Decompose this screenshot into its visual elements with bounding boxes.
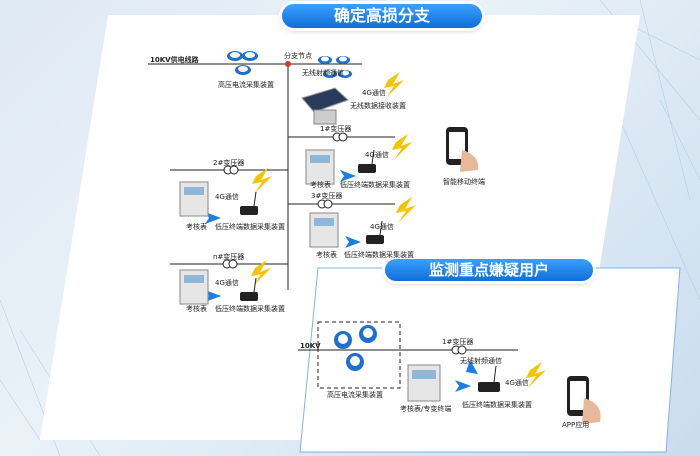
lightning-icons [251,72,546,388]
top-section-title: 确定高损分支 [282,4,482,28]
branch-node-label: 分支节点 [284,52,312,60]
branch-node-dot [285,61,291,67]
comm-4g-label-2: 4G通信 [215,193,239,201]
bottom-transformer-label: 1#变压器 [442,338,474,346]
lv-collector-label-2: 低压终端数据采集装置 [215,223,285,231]
transformer-n-label: n#变压器 [213,253,245,261]
comm-4g-label-1: 4G通信 [365,151,389,159]
meter-label-1: 考核表 [310,181,331,189]
transformer-3-label: 3#变压器 [311,192,343,200]
app-label: APP应用 [562,421,590,429]
comm-4g-label-3: 4G通信 [370,223,394,231]
meter-label-2: 考核表 [186,223,207,231]
bottom-comm-4g-label: 4G通信 [505,379,529,387]
hv-sensor-icons [227,51,352,78]
hv-collector-box [317,321,401,389]
comm-4g-label: 4G通信 [362,89,386,97]
transformer-1-label: 1#变压器 [320,125,352,133]
bottom-wireless-link-label: 无线射频通信 [460,357,502,365]
bottom-hv-collector-label: 高压电流采集装置 [327,391,383,399]
lv-collector-icons [240,149,500,392]
meter-label-n: 考核表 [186,305,207,313]
bottom-meter-label: 考核表/专变终端 [400,405,452,413]
bottom-section-title: 监测重点嫌疑用户 [385,259,593,281]
comm-4g-label-n: 4G通信 [215,279,239,287]
hv-collector-label: 高压电流采集装置 [218,81,274,89]
lv-collector-label-3: 低压终端数据采集装置 [344,251,414,259]
feeder-label: 10KV供电线路 [150,56,199,64]
bottom-lv-collector-label: 低压终端数据采集装置 [462,401,532,409]
wireless-link-label: 无线射频通信 [302,69,344,77]
wireless-receiver-icon [301,87,349,125]
meter-label-3: 考核表 [316,251,337,259]
phone-icons [446,127,601,424]
bottom-feeder-label: 10KV [300,342,321,350]
smart-terminal-label: 智能移动终端 [443,178,485,186]
lv-collector-label-n: 低压终端数据采集装置 [215,305,285,313]
transformer-2-label: 2#变压器 [213,159,245,167]
arrow-icons [205,170,478,392]
wireless-receiver-label: 无线数据接收装置 [350,102,406,110]
lv-collector-label-1: 低压终端数据采集装置 [340,181,410,189]
